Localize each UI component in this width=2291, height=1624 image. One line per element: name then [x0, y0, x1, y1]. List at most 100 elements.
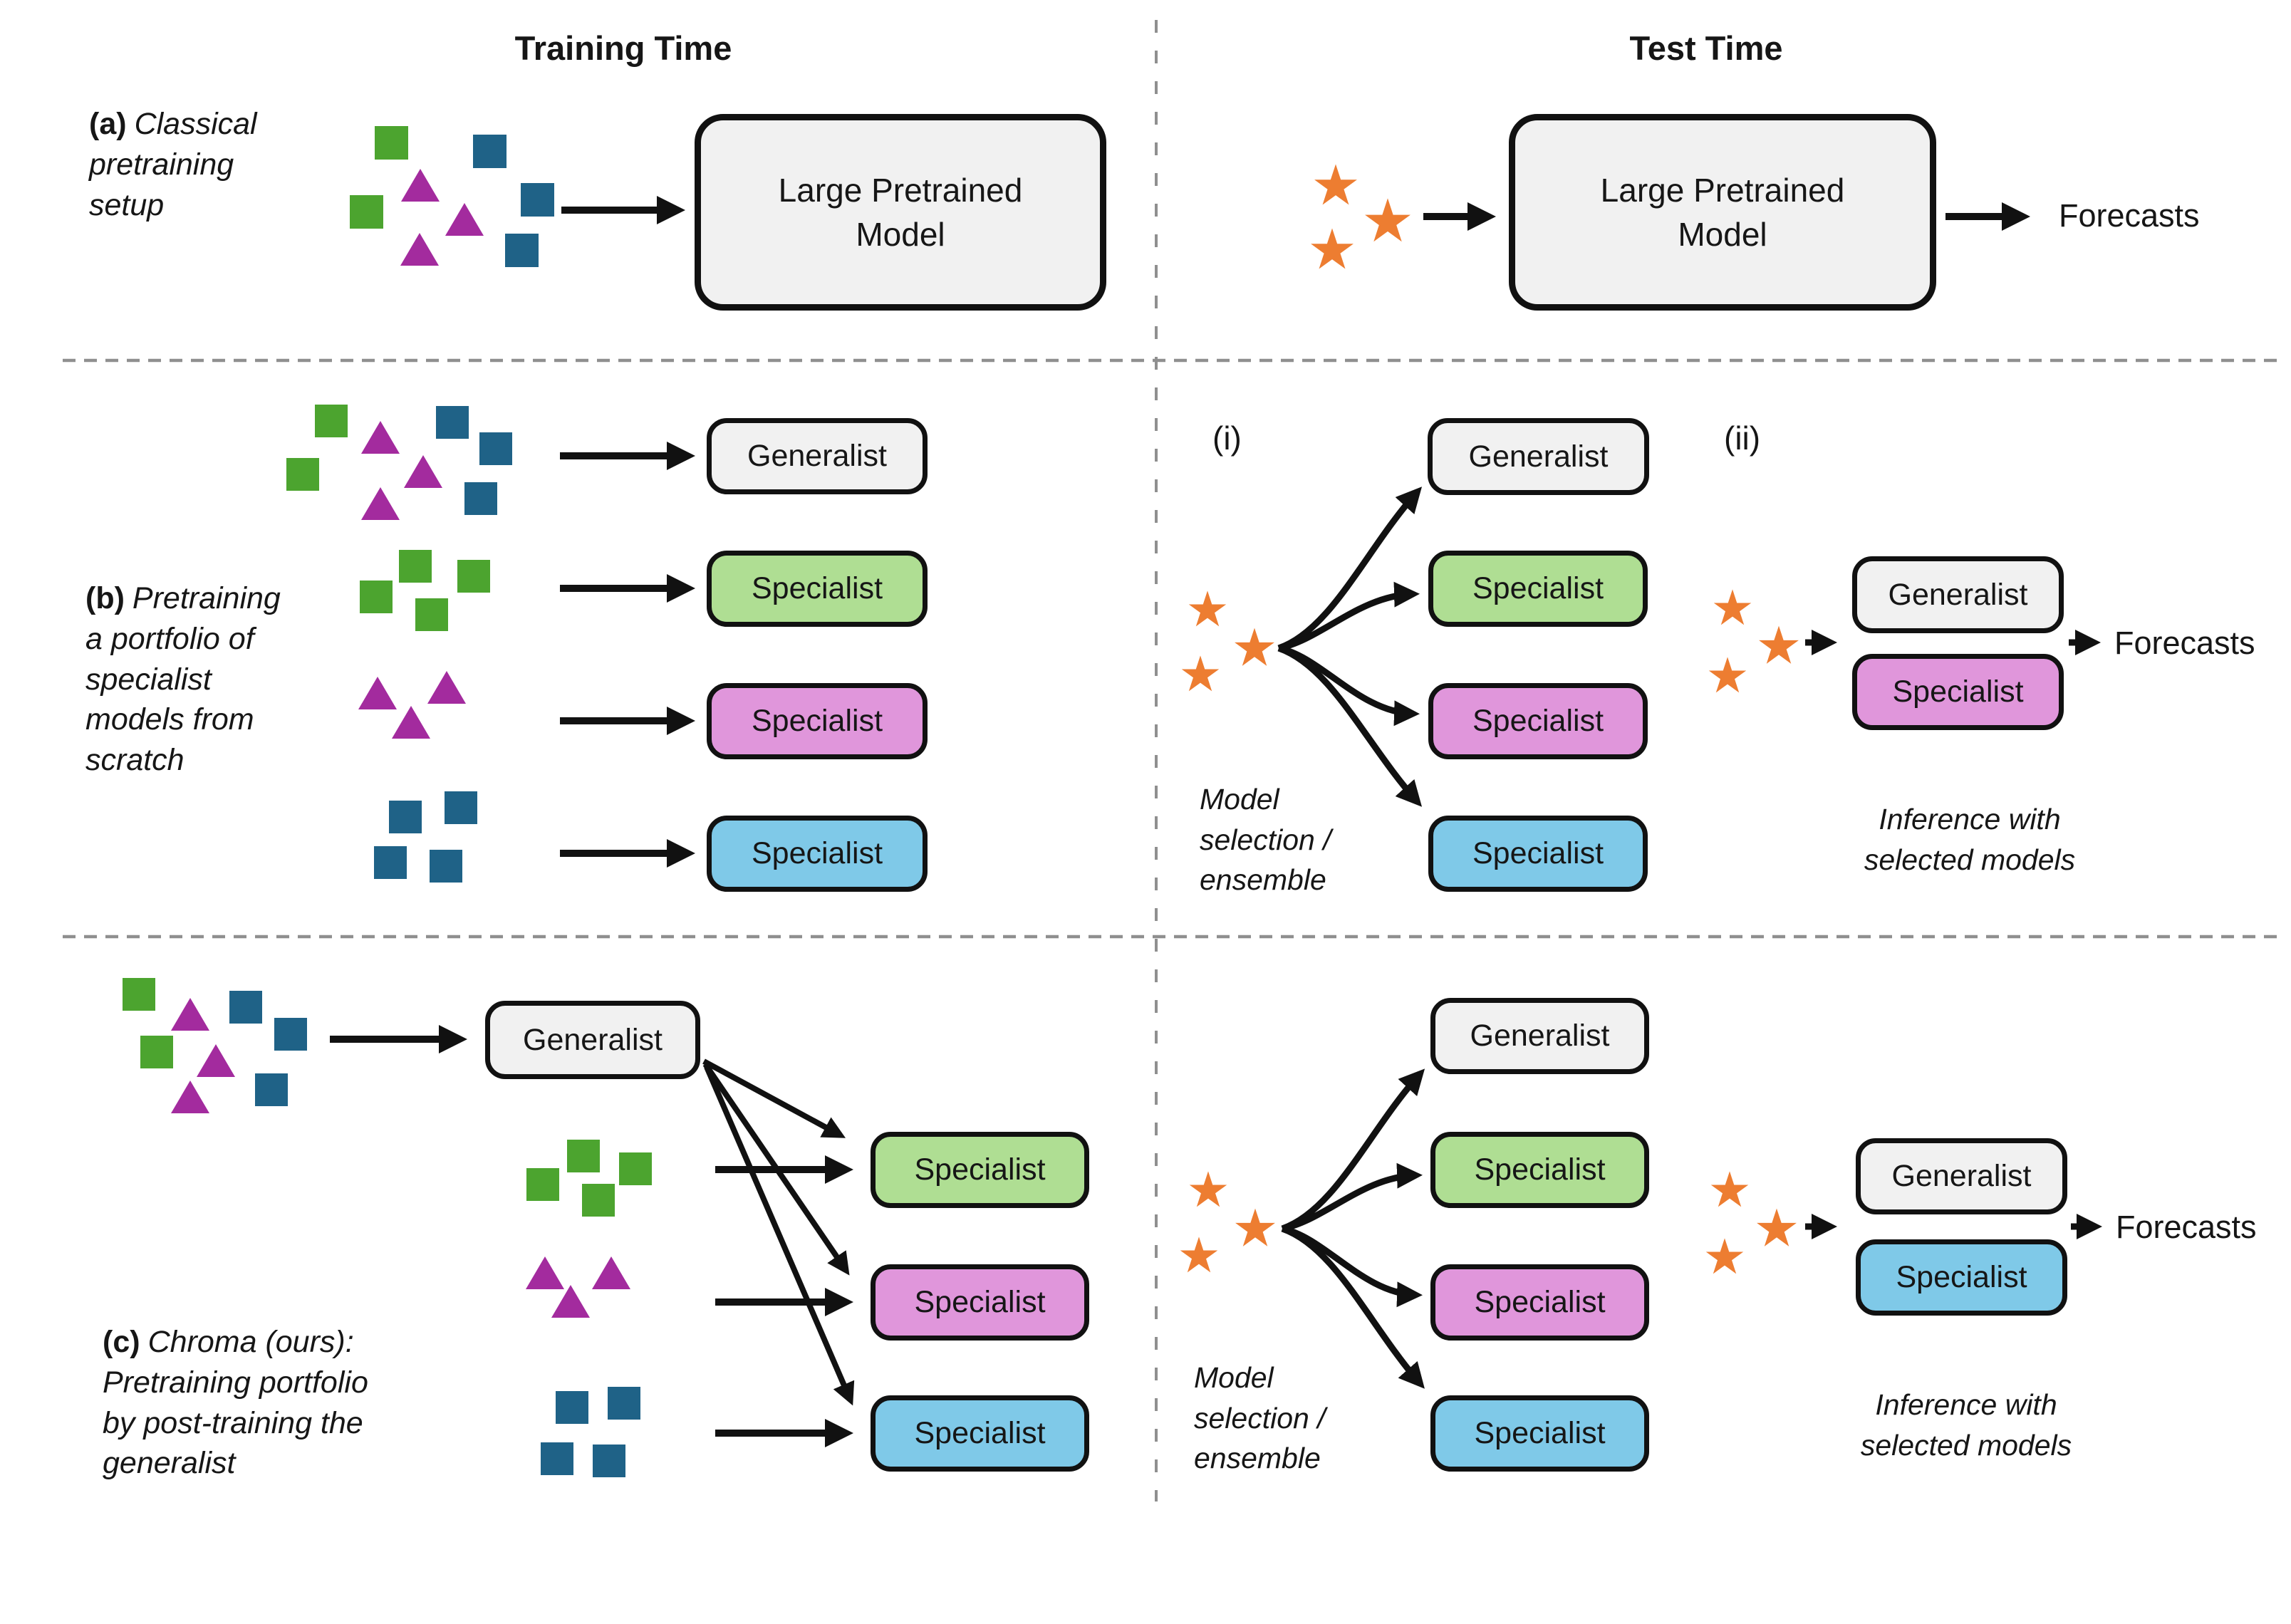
orange-star-icon — [1235, 628, 1274, 666]
fan-arrow-c-blue — [1281, 1225, 1425, 1389]
specialist-box-pink-c-test: Specialist — [1430, 1264, 1649, 1341]
data-cluster-blue-c — [541, 1387, 640, 1477]
query-stars-a — [1311, 164, 1411, 269]
purple-triangle-icon — [358, 677, 397, 709]
purple-triangle-icon — [551, 1285, 590, 1318]
generalist-box-b-train: Generalist — [707, 418, 928, 494]
inference-note-b: Inference with selected models — [1864, 803, 2076, 876]
orange-star-icon — [1180, 1237, 1218, 1273]
blue-square-icon — [436, 406, 469, 439]
large-pretrained-model-box-train: Large Pretrained Model — [695, 114, 1106, 311]
fan-arrow-b-blue — [1277, 645, 1423, 807]
data-cluster-purple-c — [526, 1256, 630, 1318]
blue-square-icon — [389, 801, 422, 833]
orange-star-icon — [1759, 625, 1799, 664]
specialist-box-green-b-train: Specialist — [707, 551, 928, 627]
data-cluster-mixed-c — [123, 978, 307, 1113]
caption-c: (c)Chroma (ours): Pretraining portfolio … — [103, 1322, 368, 1484]
generalist-box-c-infer: Generalist — [1856, 1138, 2067, 1214]
model-selection-note-b: Model selection / ensemble — [1200, 783, 1331, 897]
roman-label-i: (i) — [1212, 420, 1242, 457]
specialist-box-pink-b-test: Specialist — [1428, 683, 1648, 759]
blue-square-icon — [608, 1387, 640, 1420]
blue-square-icon — [430, 850, 462, 883]
blue-square-icon — [473, 135, 506, 168]
orange-star-icon — [1365, 198, 1411, 242]
orange-star-icon — [1713, 589, 1752, 625]
specialist-box-blue-c-infer: Specialist — [1856, 1239, 2067, 1316]
purple-triangle-icon — [171, 998, 209, 1031]
purple-triangle-icon — [427, 671, 466, 704]
orange-star-icon — [1705, 1238, 1744, 1274]
data-cluster-mixed-a — [350, 126, 554, 267]
purple-triangle-icon — [401, 169, 440, 202]
generalist-box-c-train: Generalist — [485, 1001, 700, 1079]
blue-square-icon — [445, 791, 477, 824]
orange-star-icon — [1189, 1171, 1227, 1207]
query-stars-c-infer — [1705, 1171, 1797, 1274]
specialist-box-blue-c-test: Specialist — [1430, 1395, 1649, 1472]
blue-square-icon — [274, 1018, 307, 1051]
data-cluster-purple-b — [358, 671, 466, 739]
query-stars-b-infer — [1708, 589, 1799, 693]
query-stars-b-select — [1181, 590, 1274, 692]
purple-triangle-icon — [404, 455, 442, 488]
green-square-icon — [140, 1036, 173, 1068]
blue-square-icon — [229, 991, 262, 1024]
purple-triangle-icon — [592, 1256, 630, 1289]
purple-triangle-icon — [392, 706, 430, 739]
fan-arrow-c-green — [1282, 1162, 1423, 1232]
caption-b-tag: (b) — [85, 581, 125, 615]
caption-b-text: Pretraining a portfolio of specialist mo… — [85, 581, 281, 777]
data-cluster-blue-b — [374, 791, 477, 883]
blue-square-icon — [479, 432, 512, 465]
caption-a: (a)Classical pretraining setup — [89, 104, 257, 225]
specialist-box-blue-c-train: Specialist — [871, 1395, 1089, 1472]
posttrain-arrow-blue — [704, 1066, 855, 1406]
fan-arrow-c-generalist — [1281, 1068, 1425, 1232]
roman-label-ii: (ii) — [1724, 420, 1761, 457]
green-square-icon — [567, 1140, 600, 1172]
blue-square-icon — [255, 1073, 288, 1106]
caption-a-tag: (a) — [89, 107, 127, 141]
orange-star-icon — [1710, 1171, 1749, 1207]
specialist-box-pink-b-train: Specialist — [707, 683, 928, 759]
specialist-box-green-b-test: Specialist — [1428, 551, 1648, 627]
caption-a-text: Classical pretraining setup — [89, 107, 257, 222]
column-header-training: Training Time — [514, 29, 732, 67]
green-square-icon — [399, 550, 432, 583]
green-square-icon — [123, 978, 155, 1011]
model-selection-note-c: Model selection / ensemble — [1194, 1361, 1326, 1475]
query-stars-c-select — [1180, 1171, 1275, 1273]
purple-triangle-icon — [361, 421, 400, 454]
purple-triangle-icon — [400, 233, 439, 266]
green-square-icon — [350, 195, 383, 229]
blue-square-icon — [556, 1391, 588, 1424]
caption-c-tag: (c) — [103, 1325, 140, 1359]
data-cluster-green-c — [526, 1140, 652, 1217]
blue-square-icon — [541, 1442, 573, 1475]
specialist-box-pink-b-infer: Specialist — [1852, 654, 2064, 730]
fan-arrow-b-green — [1278, 581, 1420, 652]
data-cluster-mixed-b — [286, 405, 512, 520]
data-cluster-green-b — [360, 550, 490, 631]
caption-b: (b)Pretraining a portfolio of specialist… — [85, 578, 281, 781]
specialist-box-green-c-test: Specialist — [1430, 1132, 1649, 1208]
green-square-icon — [457, 560, 490, 593]
blue-square-icon — [505, 234, 539, 267]
blue-square-icon — [374, 846, 407, 879]
specialist-box-pink-c-train: Specialist — [871, 1264, 1089, 1341]
caption-c-text: Chroma (ours): Pretraining portfolio by … — [103, 1325, 368, 1481]
inference-note-c: Inference with selected models — [1860, 1388, 2072, 1462]
generalist-box-b-test: Generalist — [1428, 418, 1649, 495]
orange-star-icon — [1708, 657, 1747, 693]
purple-triangle-icon — [445, 203, 484, 236]
posttrain-arrow-pink — [702, 1062, 850, 1276]
posttrain-arrow-green — [702, 1058, 846, 1138]
forecasts-label-b: Forecasts — [2114, 625, 2255, 661]
green-square-icon — [619, 1152, 652, 1185]
specialist-box-blue-b-test: Specialist — [1428, 816, 1648, 892]
purple-triangle-icon — [526, 1256, 564, 1289]
